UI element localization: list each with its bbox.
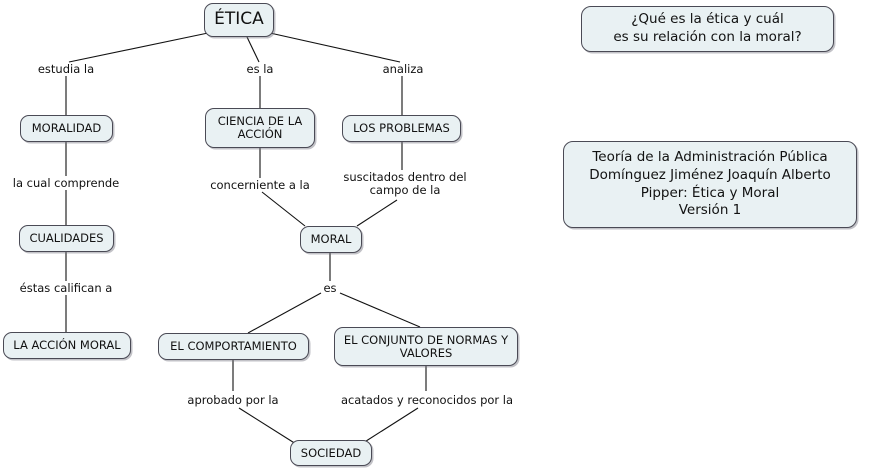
- link-label-la-cual-comprende: la cual comprende: [12, 176, 120, 190]
- edge-es-conjunto: [339, 292, 421, 328]
- edge-suscitados-moral: [356, 199, 398, 227]
- link-label-estudia-la: estudia la: [37, 62, 95, 76]
- node-la-accion-moral[interactable]: LA ACCIÓN MORAL: [3, 332, 131, 359]
- link-label-estas-califican-a: éstas califican a: [19, 281, 113, 295]
- link-label-aprobado-por-la: aprobado por la: [187, 393, 279, 407]
- edge-etica-esla: [246, 36, 260, 63]
- edge-es-comportamiento: [247, 292, 322, 334]
- node-los-problemas[interactable]: LOS PROBLEMAS: [342, 115, 461, 142]
- link-label-es-la: es la: [246, 62, 274, 76]
- edge-acatados-sociedad: [362, 407, 419, 444]
- link-label-suscitados-dentro-del-campo-de-la: suscitados dentro del campo de la: [343, 170, 467, 198]
- node-cualidades[interactable]: CUALIDADES: [19, 225, 114, 252]
- node-etica-label: ÉTICA: [214, 9, 264, 30]
- node-moralidad-label: MORALIDAD: [31, 121, 102, 136]
- question-panel-text: ¿Qué es la ética y cuál es su relación c…: [613, 11, 802, 45]
- info-panel: Teoría de la Administración Pública Domí…: [563, 141, 857, 228]
- edge-aprobado-sociedad: [238, 407, 297, 445]
- node-cualidades-label: CUALIDADES: [29, 231, 104, 246]
- node-sociedad-label: SOCIEDAD: [300, 445, 362, 460]
- node-los-problemas-label: LOS PROBLEMAS: [353, 121, 450, 136]
- node-ciencia-de-la-accion-label: CIENCIA DE LA ACCIÓN: [217, 114, 303, 141]
- edge-concerniente-moral: [261, 191, 306, 227]
- node-el-conjunto-de-normas-y-valores-label: EL CONJUNTO DE NORMAS Y VALORES: [343, 332, 509, 360]
- node-sociedad[interactable]: SOCIEDAD: [290, 440, 372, 466]
- link-label-concerniente-a-la: concerniente a la: [210, 178, 310, 192]
- edge-etica-estudiala: [68, 32, 209, 63]
- node-el-conjunto-de-normas-y-valores[interactable]: EL CONJUNTO DE NORMAS Y VALORES: [334, 327, 518, 366]
- node-ciencia-de-la-accion[interactable]: CIENCIA DE LA ACCIÓN: [205, 108, 315, 148]
- node-el-comportamiento-label: EL COMPORTAMIENTO: [170, 339, 297, 354]
- link-label-acatados-y-reconocidos-por-la: acatados y reconocidos por la: [340, 393, 514, 407]
- node-el-comportamiento[interactable]: EL COMPORTAMIENTO: [158, 333, 309, 360]
- node-la-accion-moral-label: LA ACCIÓN MORAL: [13, 338, 121, 353]
- node-moral[interactable]: MORAL: [300, 226, 362, 253]
- question-panel: ¿Qué es la ética y cuál es su relación c…: [581, 6, 834, 52]
- info-panel-text: Teoría de la Administración Pública Domí…: [589, 149, 831, 219]
- node-etica[interactable]: ÉTICA: [204, 3, 274, 37]
- node-moral-label: MORAL: [310, 232, 352, 247]
- edge-etica-analiza: [269, 32, 401, 63]
- link-label-es: es: [323, 281, 337, 295]
- link-label-analiza: analiza: [382, 62, 424, 76]
- node-moralidad[interactable]: MORALIDAD: [20, 115, 113, 142]
